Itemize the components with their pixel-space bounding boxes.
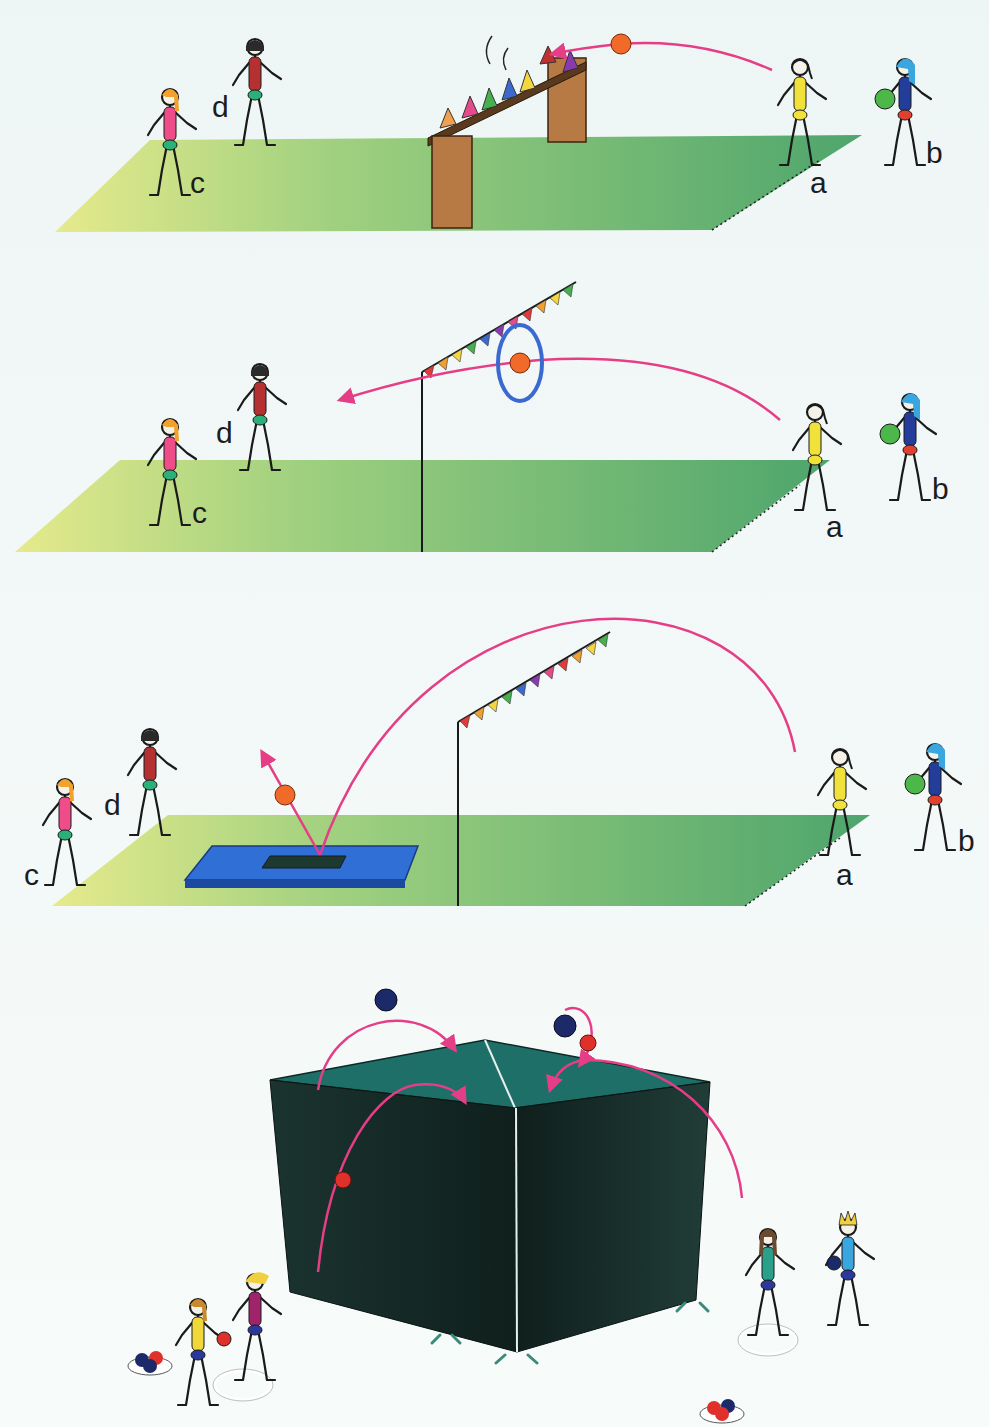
panel-four (128, 989, 874, 1423)
figure-letter: d (104, 790, 121, 820)
figure-letter: c (190, 168, 205, 198)
figure-letter: b (958, 826, 975, 856)
panel-three (43, 619, 961, 906)
panel-two (15, 282, 936, 552)
figure-letter: d (216, 418, 233, 448)
figure-letter: d (212, 92, 229, 122)
figure-letter: c (192, 498, 207, 528)
figure-letter: a (826, 512, 843, 542)
figure-letter: a (810, 168, 827, 198)
figure-letter: b (932, 474, 949, 504)
figure-letter: c (24, 860, 39, 890)
figure-letter: b (926, 138, 943, 168)
figure-letter: a (836, 860, 853, 890)
panel-one (55, 34, 931, 232)
